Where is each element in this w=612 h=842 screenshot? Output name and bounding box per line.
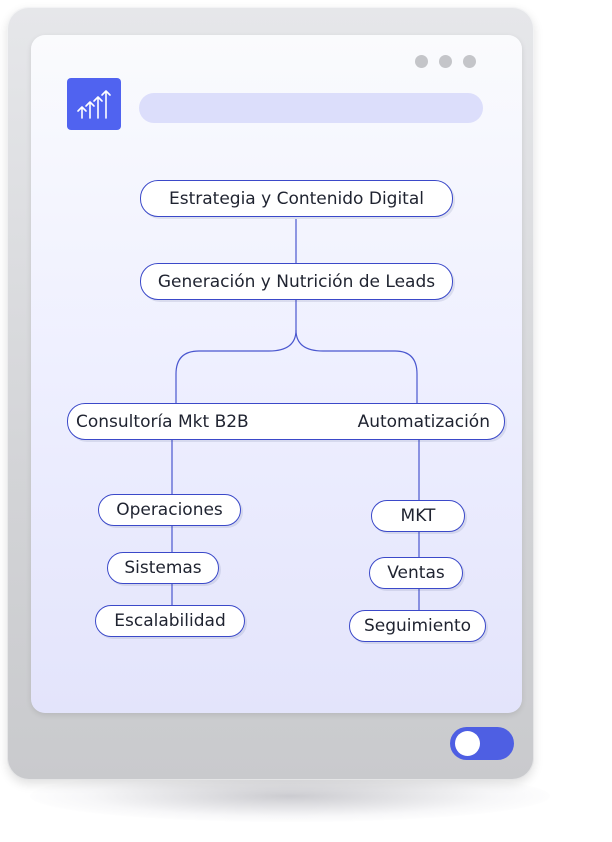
window-dot-1[interactable]: [415, 55, 428, 68]
node-root[interactable]: Estrategia y Contenido Digital: [140, 180, 453, 217]
node-operaciones[interactable]: Operaciones: [98, 494, 241, 526]
node-branches[interactable]: Consultoría Mkt B2B Automatización: [67, 403, 505, 440]
node-sistemas[interactable]: Sistemas: [107, 552, 219, 584]
window-controls: [415, 55, 476, 68]
window-dot-3[interactable]: [463, 55, 476, 68]
tablet-frame: Estrategia y Contenido Digital Generació…: [7, 7, 534, 780]
node-ventas[interactable]: Ventas: [369, 557, 463, 589]
node-mkt[interactable]: MKT: [371, 500, 465, 532]
node-level2[interactable]: Generación y Nutrición de Leads: [140, 263, 453, 300]
branch-left-label: Consultoría Mkt B2B: [76, 411, 249, 432]
connector-split-left: [175, 329, 297, 403]
node-seguimiento[interactable]: Seguimiento: [349, 610, 486, 642]
window-dot-2[interactable]: [439, 55, 452, 68]
toggle-switch[interactable]: [450, 727, 514, 760]
branch-right-label: Automatización: [357, 411, 490, 432]
growth-chart-icon[interactable]: [67, 78, 121, 130]
toggle-knob[interactable]: [455, 731, 480, 756]
search-bar[interactable]: [139, 93, 483, 123]
arrows-up-icon: [77, 90, 111, 119]
node-escalabilidad[interactable]: Escalabilidad: [95, 605, 245, 637]
tablet-screen: Estrategia y Contenido Digital Generació…: [31, 35, 522, 713]
connector-split-right: [295, 329, 418, 403]
